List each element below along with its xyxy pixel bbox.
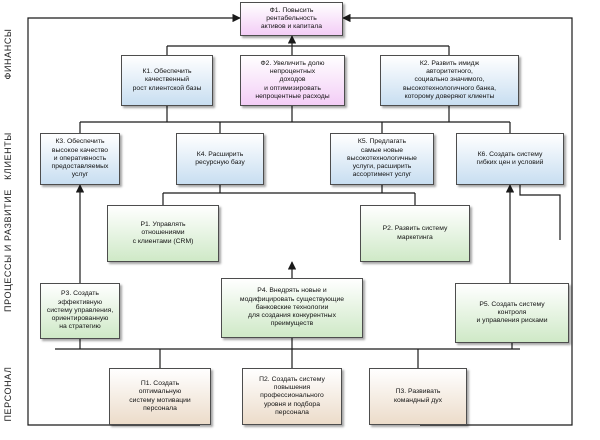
node-f2: Ф2. Увеличить долю непроцентных доходов … xyxy=(240,55,345,106)
connector-lines xyxy=(27,13,573,426)
lane-label-processes: ПРОЦЕССЫ И РАЗВИТИЕ xyxy=(3,189,13,312)
node-p3: Р3. Создать эффективную систему управлен… xyxy=(40,283,120,339)
node-p2: Р2. Развить систему маркетинга xyxy=(360,205,470,262)
node-f1: Ф1. Повысить рентабельность активов и ка… xyxy=(240,2,343,36)
lane-label-personnel: ПЕРСОНАЛ xyxy=(3,366,13,422)
node-k6: К6. Создать систему гибких цен и условий xyxy=(456,133,564,185)
node-k5: К5. Предлагать самые новые высокотехноло… xyxy=(330,133,434,185)
node-pe3: П3. Развивать командный дух xyxy=(369,368,467,425)
node-k3: К3. Обеспечить высокое качество и операт… xyxy=(40,133,120,185)
node-pe2: П2. Создать систему повышения профессион… xyxy=(242,368,342,425)
lane-label-finance: ФИНАНСЫ xyxy=(3,28,13,80)
node-p5: Р5. Создать систему контроля и управлени… xyxy=(455,283,569,343)
node-p4: Р4. Внедрять новые и модифицировать суще… xyxy=(221,278,363,338)
node-k1: К1. Обеспечить качественный рост клиентс… xyxy=(121,55,213,106)
node-p1: Р1. Управлять отношениями с клиентами (C… xyxy=(107,205,219,262)
node-k4: К4. Расширить ресурсную базу xyxy=(176,133,264,185)
node-k2: К2. Развить имидж авторитетного, социаль… xyxy=(380,55,519,106)
node-pe1: П1. Создать оптимальную систему мотиваци… xyxy=(109,368,211,425)
lane-label-clients: КЛИЕНТЫ xyxy=(3,132,13,180)
